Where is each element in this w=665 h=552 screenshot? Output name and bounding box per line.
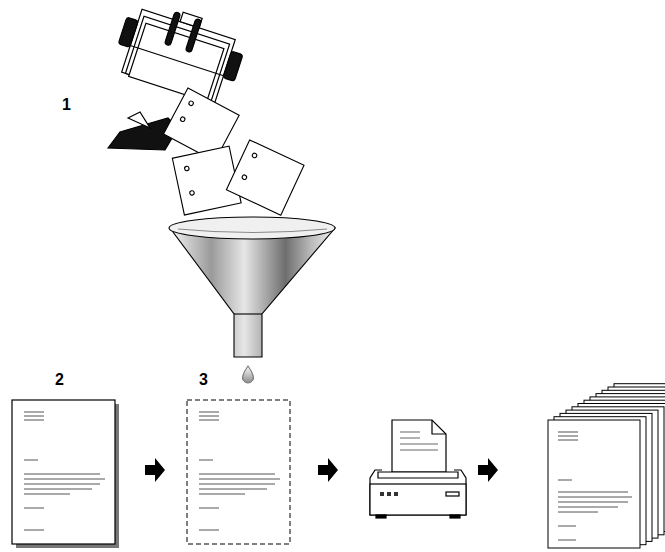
- arrow: [478, 458, 498, 482]
- callout-number: 3: [199, 371, 208, 389]
- address-cards: [164, 88, 304, 215]
- callout-number: 1: [62, 96, 71, 114]
- callout-number: 2: [55, 371, 64, 389]
- funnel: [169, 217, 335, 383]
- arrow: [145, 458, 165, 482]
- arrow: [318, 458, 338, 482]
- main-document: [12, 400, 119, 548]
- printer: [370, 420, 466, 518]
- printed-letters: [548, 384, 665, 548]
- merged-document: [187, 400, 290, 544]
